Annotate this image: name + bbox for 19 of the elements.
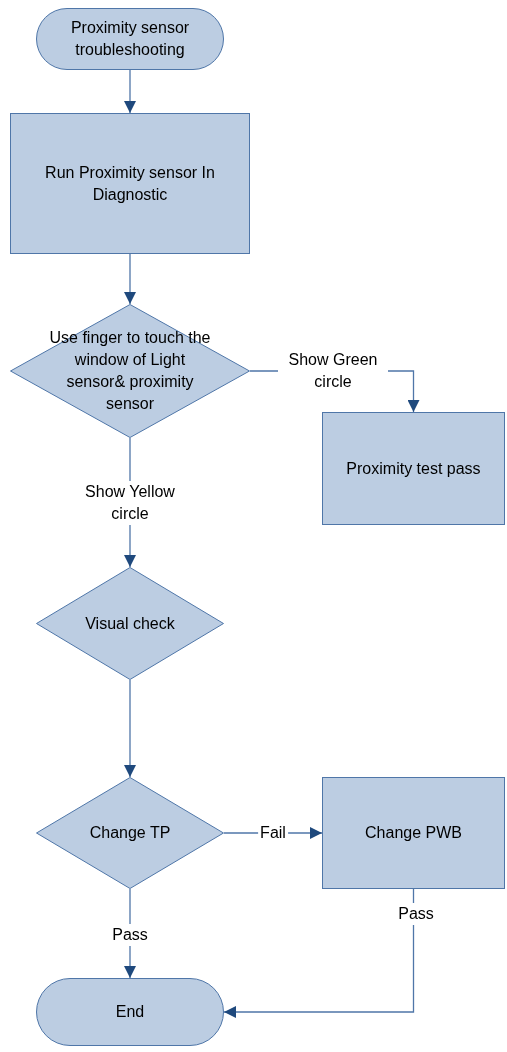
node-text: Run Proximity sensor In Diagnostic bbox=[44, 162, 216, 205]
decision-diamond bbox=[36, 567, 224, 680]
node-text: Change TP bbox=[88, 823, 172, 843]
arrow bbox=[124, 679, 136, 778]
arrow bbox=[124, 253, 136, 305]
process-box bbox=[10, 113, 250, 254]
node-text: Proximity test pass bbox=[345, 458, 482, 479]
decision-diamond bbox=[36, 777, 224, 889]
node-text: End bbox=[114, 1002, 146, 1022]
arrow bbox=[124, 69, 136, 114]
process-box bbox=[322, 777, 505, 889]
node-text: Proximity sensor troubleshooting bbox=[69, 18, 191, 60]
process-box bbox=[322, 412, 505, 525]
node-text: Change PWB bbox=[364, 823, 463, 843]
edge-label: Pass bbox=[110, 924, 150, 946]
edge-label: Pass bbox=[396, 903, 436, 925]
node-text: Visual check bbox=[84, 613, 176, 634]
decision-diamond bbox=[10, 304, 250, 438]
arrow bbox=[223, 888, 415, 1018]
